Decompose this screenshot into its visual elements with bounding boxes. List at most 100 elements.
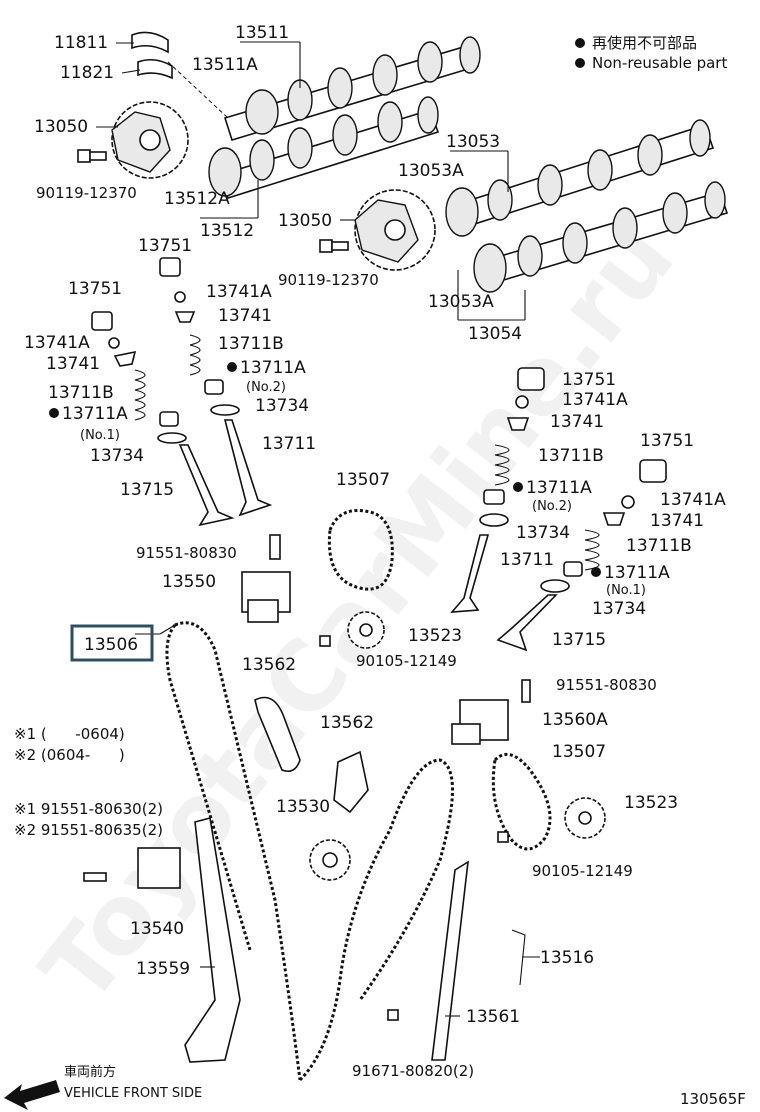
label-13741-d: 13741 bbox=[650, 511, 704, 531]
label-13734-d: 13734 bbox=[592, 599, 646, 619]
part-labels: 11811 11821 13511 13511A 13050 90119-123… bbox=[24, 23, 726, 1080]
valve-train-right bbox=[450, 367, 667, 652]
chain-guide-13562-left bbox=[254, 696, 301, 773]
label-11821: 11821 bbox=[60, 63, 114, 83]
label-no2-a: (No.2) bbox=[246, 380, 286, 395]
label-13511A: 13511A bbox=[192, 55, 258, 75]
label-13523-b: 13523 bbox=[624, 793, 678, 813]
label-13711-a: 13711 bbox=[262, 434, 316, 454]
chain-guide-13559 bbox=[184, 816, 241, 1063]
label-13523-a: 13523 bbox=[408, 626, 462, 646]
label-13734-b: 13734 bbox=[90, 446, 144, 466]
label-13516: 13516 bbox=[540, 948, 594, 968]
label-13053: 13053 bbox=[446, 132, 500, 152]
figure-code: 130565F bbox=[680, 1090, 746, 1108]
label-13050-right: 13050 bbox=[278, 211, 332, 231]
chain-guide-13561 bbox=[431, 860, 469, 1061]
label-13741A-c: 13741A bbox=[562, 390, 628, 410]
non-reusable-dot-13711A-a bbox=[227, 362, 237, 372]
label-no2-b: (No.2) bbox=[532, 499, 572, 514]
label-13711A-c: 13711A bbox=[526, 478, 592, 498]
vvt-gear-left bbox=[111, 101, 189, 179]
label-90105-b: 90105-12149 bbox=[532, 862, 633, 880]
label-90119-right: 90119-12370 bbox=[278, 271, 379, 289]
secondary-chain-left bbox=[327, 509, 394, 591]
label-13711B-c: 13711B bbox=[538, 446, 604, 466]
note-3: ※1 91551-80630(2) bbox=[14, 800, 163, 818]
label-13507-a: 13507 bbox=[336, 470, 390, 490]
tensioner-13560A bbox=[451, 699, 509, 745]
label-13741-b: 13741 bbox=[46, 354, 100, 374]
intake-camshaft-upper-left bbox=[223, 36, 481, 141]
note-4: ※2 91551-80635(2) bbox=[14, 821, 163, 839]
label-13751-a: 13751 bbox=[138, 236, 192, 256]
sprocket-13523-left bbox=[347, 611, 385, 649]
label-91551-a: 91551-80830 bbox=[136, 544, 237, 562]
chain-guide-13562-right bbox=[333, 750, 369, 814]
tensioner-13540 bbox=[137, 847, 181, 889]
legend: 再使用不可部品 Non-reusable part bbox=[575, 34, 727, 72]
vehicle-front-direction: 車両前方 VEHICLE FRONT SIDE bbox=[4, 1064, 202, 1110]
note-2: ※2 (0604- ) bbox=[14, 746, 125, 764]
direction-en: VEHICLE FRONT SIDE bbox=[64, 1086, 202, 1101]
bearing-cap-11811 bbox=[131, 31, 173, 80]
non-reusable-dot-13711A-d bbox=[591, 567, 601, 577]
label-90105-a: 90105-12149 bbox=[356, 652, 457, 670]
timing-chain-13506 bbox=[165, 621, 454, 1082]
label-13741A-a: 13741A bbox=[206, 282, 272, 302]
label-13734-c: 13734 bbox=[516, 523, 570, 543]
label-13741-c: 13741 bbox=[550, 412, 604, 432]
bolt-90119-left bbox=[77, 149, 107, 163]
legend-dot-jp bbox=[575, 38, 585, 48]
label-11811: 11811 bbox=[54, 33, 108, 53]
label-13711B-d: 13711B bbox=[626, 536, 692, 556]
leader-lines bbox=[96, 41, 540, 1017]
non-reusable-dot-13711A-c bbox=[513, 482, 523, 492]
legend-dot-en bbox=[575, 58, 585, 68]
label-13711A-a: 13711A bbox=[240, 358, 306, 378]
label-13734-a: 13734 bbox=[255, 396, 309, 416]
label-91551-b: 91551-80830 bbox=[556, 676, 657, 694]
notes: ※1 ( -0604) ※2 (0604- ) ※1 91551-80630(2… bbox=[14, 725, 163, 839]
label-13741A-d: 13741A bbox=[660, 490, 726, 510]
label-13711A-b: 13711A bbox=[62, 404, 128, 424]
label-13711B-a: 13711B bbox=[218, 334, 284, 354]
legend-text-en: Non-reusable part bbox=[592, 54, 727, 72]
label-13741-a: 13741 bbox=[218, 306, 272, 326]
label-13507-b: 13507 bbox=[552, 742, 606, 762]
label-13530: 13530 bbox=[276, 797, 330, 817]
label-13751-d: 13751 bbox=[640, 431, 694, 451]
label-13751-b: 13751 bbox=[68, 279, 122, 299]
label-13550: 13550 bbox=[162, 572, 216, 592]
legend-text-jp: 再使用不可部品 bbox=[592, 34, 697, 52]
note-1: ※1 ( -0604) bbox=[14, 725, 125, 743]
label-91671: 91671-80820(2) bbox=[352, 1062, 474, 1080]
label-13711-b: 13711 bbox=[500, 550, 554, 570]
highlight-box-13506 bbox=[70, 624, 154, 662]
non-reusable-dot-13711A-b bbox=[49, 408, 59, 418]
label-13506: 13506 bbox=[84, 635, 138, 655]
label-13054: 13054 bbox=[468, 324, 522, 344]
label-13561: 13561 bbox=[466, 1007, 520, 1027]
bolts-misc bbox=[83, 534, 531, 1021]
sprocket-13523-right bbox=[564, 797, 606, 839]
exhaust-camshaft-right bbox=[473, 181, 729, 293]
label-13751-c: 13751 bbox=[562, 370, 616, 390]
label-13050-left: 13050 bbox=[34, 117, 88, 137]
secondary-chain-right bbox=[491, 752, 552, 851]
label-no1-b: (No.1) bbox=[606, 583, 646, 598]
label-13511: 13511 bbox=[235, 23, 289, 43]
label-13540: 13540 bbox=[130, 919, 184, 939]
bolt-90119-right bbox=[319, 239, 349, 253]
label-13715-a: 13715 bbox=[120, 480, 174, 500]
direction-jp: 車両前方 bbox=[64, 1064, 116, 1080]
label-90119-left: 90119-12370 bbox=[36, 184, 137, 202]
tensioner-13550 bbox=[241, 571, 291, 623]
label-13711B-b: 13711B bbox=[48, 383, 114, 403]
label-13560A: 13560A bbox=[542, 710, 608, 730]
front-arrow-icon bbox=[4, 1080, 60, 1110]
label-no1-a: (No.1) bbox=[80, 428, 120, 443]
oil-nozzle-13516 bbox=[511, 929, 526, 986]
label-13512: 13512 bbox=[200, 221, 254, 241]
